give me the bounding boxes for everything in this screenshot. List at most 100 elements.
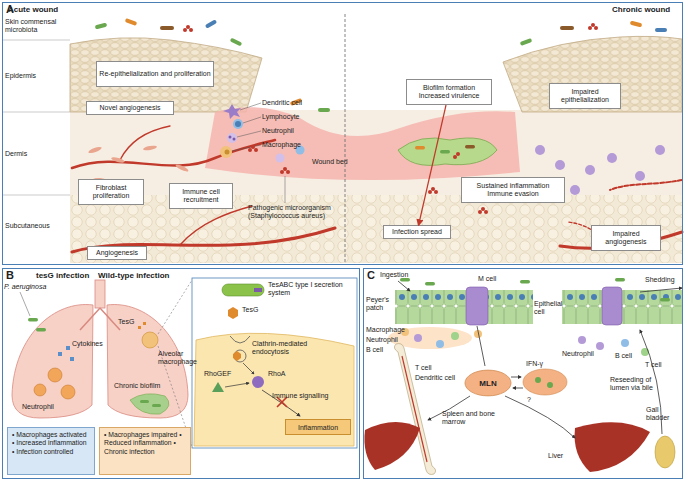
bacteria-shape xyxy=(248,148,252,152)
outcome-box: • Macrophages activated • Increased infl… xyxy=(7,427,95,475)
bacteria-shape xyxy=(560,26,574,30)
skin-layers-shape xyxy=(503,36,682,112)
fibroblast-shape xyxy=(88,146,103,155)
process-box: Immune cell recruitment xyxy=(169,183,233,209)
spread-arrow xyxy=(419,105,446,225)
leader-line-shape xyxy=(240,103,261,110)
text-label: Dermis xyxy=(5,150,65,158)
immune-cell-shape xyxy=(535,145,545,155)
text-label: Peyer's patch xyxy=(366,296,394,312)
text-label: M cell xyxy=(478,275,508,283)
route-arrow-shape xyxy=(505,396,575,438)
organs xyxy=(364,344,675,475)
text-label: Dendritic cell xyxy=(262,99,322,107)
text-label: Shedding xyxy=(645,276,681,284)
intestine-shape xyxy=(621,339,629,347)
organs-shape xyxy=(535,377,541,383)
bacteria xyxy=(95,18,667,214)
skin-layers-shape xyxy=(2,40,70,41)
process-box: Angiogenesis xyxy=(87,246,147,260)
text-label: Chronic biofilm xyxy=(114,382,174,390)
macrophage-inset-shape xyxy=(212,382,224,392)
text-label: Pathogenic microorganism (Staphylococcus… xyxy=(248,204,343,220)
intestine-shape xyxy=(451,332,459,340)
text-label: Macrophage xyxy=(366,326,411,334)
text-label: Lymphocyte xyxy=(262,113,322,121)
macrophage-inset-shape xyxy=(254,288,262,292)
text-label: Chronic wound xyxy=(612,6,682,15)
organs-shape xyxy=(575,422,650,472)
text-label: Clathrin-mediated endocytosis xyxy=(252,340,322,356)
box-text: Inflammation xyxy=(298,424,338,431)
text-label: T cell xyxy=(645,361,675,369)
fibroblast-shape xyxy=(175,163,189,173)
figure-panel: ARe-epithelialization and proliferationN… xyxy=(2,2,683,265)
text-label: Wound bed xyxy=(312,158,352,166)
bacteria-shape xyxy=(431,187,435,191)
intestine-shape xyxy=(414,334,422,342)
box-text: • Macrophages activated • Increased infl… xyxy=(12,431,90,456)
bacteria-shape xyxy=(478,210,482,214)
text-label: Spleen and bone marrow xyxy=(442,410,500,426)
bacteria-shape xyxy=(186,25,190,29)
box-text: Fibroblast proliferation xyxy=(81,184,141,200)
bacteria-shape xyxy=(484,210,488,214)
box-text: Novel angiogenesis xyxy=(99,104,160,112)
leader-line-shape xyxy=(285,176,286,203)
skin-layers-shape xyxy=(2,195,70,196)
immune-cell-shape xyxy=(220,146,232,158)
process-box: Fibroblast proliferation xyxy=(78,179,144,205)
lung-cells-shape xyxy=(34,384,46,396)
text-label: B cell xyxy=(366,346,396,354)
lung-cells-shape xyxy=(66,346,70,350)
bacteria-shape xyxy=(205,19,217,28)
bacteria-shape xyxy=(594,26,598,30)
route-arrow-shape xyxy=(477,326,485,366)
route-arrow-shape xyxy=(513,388,523,389)
text-label: tesG infection xyxy=(36,272,96,281)
bacteria-shape xyxy=(428,190,432,194)
text-label: B cell xyxy=(615,352,645,360)
text-label: Acute wound xyxy=(8,6,98,15)
macrophage-inset-shape xyxy=(222,284,264,296)
figure-panel: B • Macrophages activated • Increased inf… xyxy=(2,268,360,479)
organs-shape xyxy=(547,382,553,388)
biofilm-shape xyxy=(398,138,497,165)
panel-letter: B xyxy=(6,270,14,281)
intestine-shape xyxy=(466,287,488,325)
box-text: Sustained inflammation Immune evasion xyxy=(464,182,562,198)
skin-layers-shape xyxy=(2,112,70,113)
blood-vessel xyxy=(72,126,682,252)
immune-cell-shape xyxy=(229,136,232,139)
skin-layers-shape xyxy=(205,107,520,180)
text-label: ? xyxy=(527,396,537,404)
lymph-node: MLN xyxy=(464,369,512,397)
figure-panel: C MLN xyxy=(363,268,683,479)
lung-cells-shape xyxy=(140,400,149,403)
lung xyxy=(12,280,188,418)
panel-letter: C xyxy=(367,270,375,281)
process-box: Novel angiogenesis xyxy=(86,101,174,115)
box-text: Infection spread xyxy=(392,228,442,236)
text-label: Epithelial cell xyxy=(534,300,562,316)
lung-cells-shape xyxy=(152,404,161,407)
biofilm-shape xyxy=(415,146,425,150)
fibroblast-shape xyxy=(111,156,126,163)
lung-cells-shape xyxy=(70,357,74,361)
text-label: Cytokines xyxy=(72,340,112,348)
bacteria-shape xyxy=(183,28,187,32)
immune-cell-shape xyxy=(235,121,241,127)
text-label: Dendritic cell xyxy=(415,374,460,382)
immune-cell-shape xyxy=(607,153,617,163)
process-box: Re-epithelialization and proliferation xyxy=(96,61,214,87)
immune-cell-shape xyxy=(635,171,645,181)
macrophage-inset xyxy=(192,278,357,448)
text-label: IFN-γ xyxy=(526,360,556,368)
bacteria-shape xyxy=(655,28,667,32)
blood-vessel-shape xyxy=(72,140,275,168)
text-label: T cell xyxy=(415,364,445,372)
intestine-shape xyxy=(395,290,533,324)
organs-shape xyxy=(364,422,420,470)
bacteria-shape xyxy=(286,170,290,174)
bacteria-shape xyxy=(588,26,592,30)
